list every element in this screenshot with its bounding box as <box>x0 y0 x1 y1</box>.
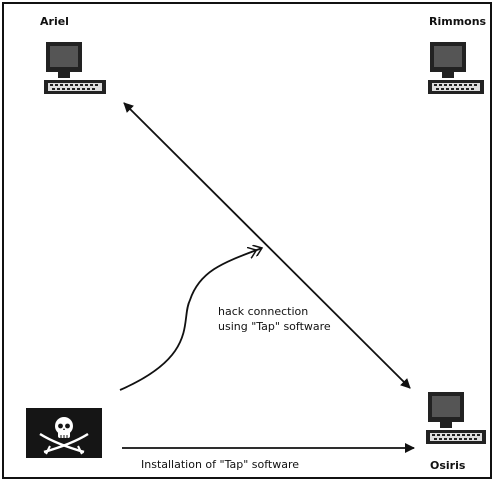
ariel-label: Ariel <box>40 15 69 28</box>
pirate-flag-icon <box>26 408 102 458</box>
hack-connection-label-line1: hack connection <box>218 305 309 318</box>
hack-connection-arrow <box>119 248 262 391</box>
ariel-osiris-connection-arrow <box>123 102 411 389</box>
rimmons-computer-icon <box>428 42 484 94</box>
osiris-label: Osiris <box>430 459 466 472</box>
rimmons-label: Rimmons <box>429 15 487 28</box>
hack-connection-label-line2: using "Tap" software <box>218 320 331 333</box>
ariel-computer-icon <box>44 42 106 94</box>
osiris-computer-icon <box>426 392 486 444</box>
installation-label: Installation of "Tap" software <box>141 458 299 471</box>
